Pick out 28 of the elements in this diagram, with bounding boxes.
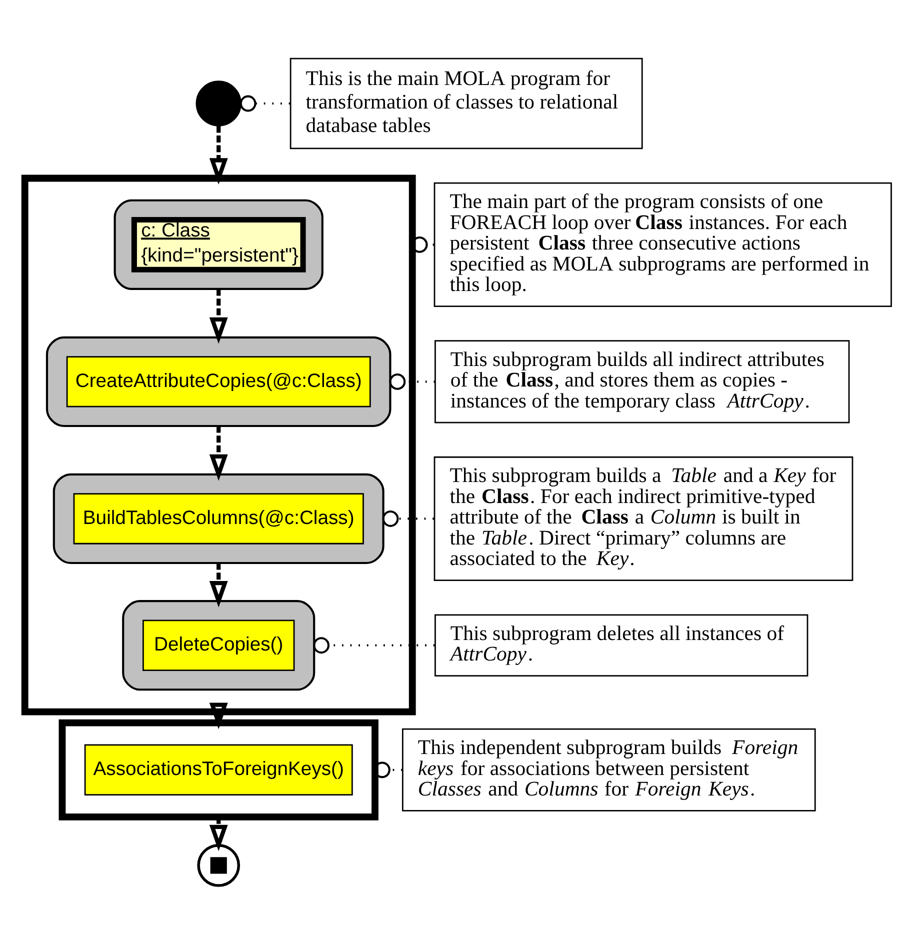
node-box: This independent subprogram builds Foreign keys for associations between persistent Classes and Columns for Foreign Keys. [402,728,816,812]
connector [382,510,434,527]
node-box: This subprogram builds all indirect attributes of the Class, and stores them as copies - instances of the temporary class AttrCopy. [434,340,850,424]
cluster [114,199,324,290]
connector [240,95,290,112]
node-box: DeleteCopies() [142,620,295,671]
node-box: This subprogram deletes all instances of AttrCopy. [434,614,808,676]
node-box: AssociationsToForeignKeys() [84,744,353,796]
arrow [209,563,228,608]
node-box: This subprogram builds a Table and a Key for the Class. For each indirect primitive-typed attribute of the Class a Column is built in the Table. Direct “primary” columns are associated to the Key. [434,456,854,581]
cluster [52,473,384,564]
node-box: c: Class {kind="persistent"} [131,217,306,272]
connector [389,373,436,390]
arrow [209,426,228,481]
node-box: BuildTablesColumns(@c:Class) [73,493,364,544]
arrow [209,126,228,185]
node-circle [196,80,242,126]
arrow [209,702,228,730]
arrow [209,288,228,344]
cluster [58,719,378,820]
connector [313,637,435,654]
node-box: The main part of the program consists of one FOREACH loop over Class instances. For each persistent Class three consecutive actions specified as MOLA subprograms are performed in this loop. [434,182,892,307]
cluster [122,600,316,691]
node-circle [197,844,240,887]
cluster [21,174,416,716]
cluster [46,336,392,428]
node-box: This is the main MOLA program for transformation of classes to relational database tables [290,58,643,150]
node-box: CreateAttributeCopies(@c:Class) [66,356,371,408]
